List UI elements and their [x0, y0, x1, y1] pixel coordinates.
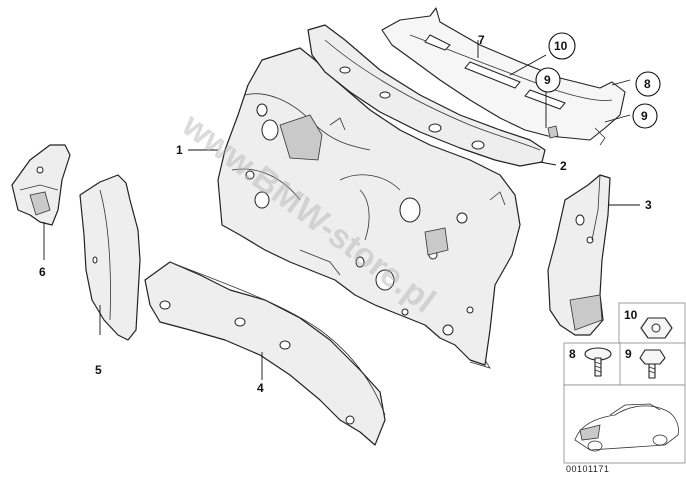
part-6-left-bracket[interactable] [11, 144, 71, 226]
svg-text:8: 8 [569, 347, 576, 361]
legend-item-8-screw[interactable]: 8 [563, 342, 623, 386]
callout-9-right-circle: 9 [632, 103, 658, 129]
part-7-cowl-panel[interactable] [381, 7, 626, 146]
callout-7: 7 [478, 33, 485, 47]
legend-item-10-nut[interactable]: 10 [618, 302, 686, 348]
callout-1: 1 [176, 143, 183, 157]
callout-10-circle: 10 [548, 32, 576, 60]
svg-text:8: 8 [644, 77, 651, 91]
svg-text:10: 10 [554, 39, 568, 53]
svg-text:9: 9 [544, 73, 551, 87]
callout-3: 3 [645, 198, 652, 212]
part-3-right-pillar[interactable] [547, 174, 611, 336]
callout-2: 2 [560, 159, 567, 173]
callout-6: 6 [39, 265, 46, 279]
svg-text:9: 9 [625, 347, 632, 361]
part-5-left-column[interactable] [79, 174, 141, 341]
diagram-code: 00101171 [566, 464, 609, 474]
callout-9-top-circle: 9 [535, 67, 561, 93]
part-1-bulkhead[interactable] [217, 47, 521, 369]
svg-text:10: 10 [624, 308, 638, 322]
callout-5: 5 [95, 363, 102, 377]
legend-item-9-bolt[interactable]: 9 [619, 342, 686, 386]
callout-8-right-circle: 8 [635, 71, 661, 97]
svg-text:9: 9 [641, 109, 648, 123]
part-4-lower-beam[interactable] [144, 261, 386, 446]
car-thumbnail [563, 384, 686, 464]
callout-4: 4 [257, 381, 264, 395]
